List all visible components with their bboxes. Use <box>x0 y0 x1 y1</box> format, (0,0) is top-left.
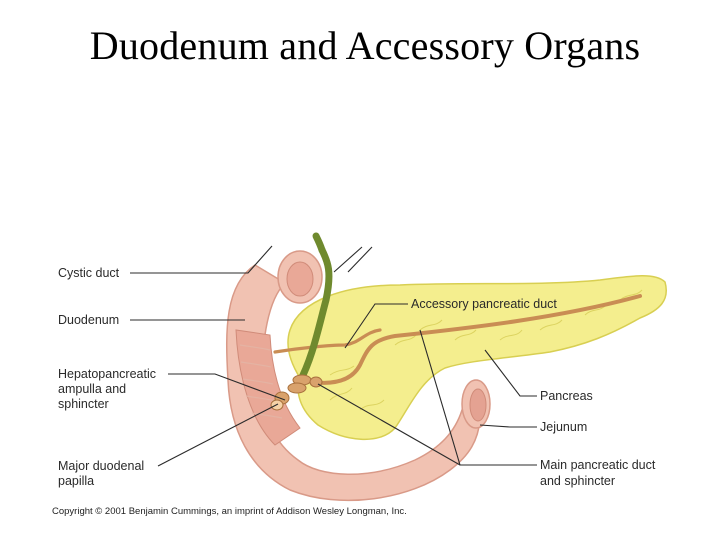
pancreas-shape <box>287 274 667 440</box>
slide-title: Duodenum and Accessory Organs <box>89 23 641 68</box>
sphincter-coils <box>270 374 323 411</box>
label-jejunum: Jejunum <box>540 420 587 434</box>
label-pancreas: Pancreas <box>540 389 593 403</box>
label-major-papilla-line1: Major duodenal <box>58 459 144 473</box>
label-accessory-duct: Accessory pancreatic duct <box>411 297 557 311</box>
label-major-papilla-line2: papilla <box>58 474 94 488</box>
label-hepatopancreatic-line2: ampulla and <box>58 382 126 396</box>
leader-lines <box>130 245 537 467</box>
label-cystic-duct: Cystic duct <box>58 266 120 280</box>
label-hepatopancreatic-line1: Hepatopancreatic <box>58 367 156 381</box>
label-main-duct-line2: and sphincter <box>540 474 615 488</box>
label-hepatopancreatic-line3: sphincter <box>58 397 109 411</box>
pancreatic-ducts <box>273 294 642 385</box>
bile-duct <box>294 232 333 389</box>
label-main-duct-line1: Main pancreatic duct <box>540 458 656 472</box>
label-duodenum: Duodenum <box>58 313 119 327</box>
copyright-text: Copyright © 2001 Benjamin Cummings, an i… <box>52 506 407 517</box>
duodenum-shape <box>225 250 491 502</box>
